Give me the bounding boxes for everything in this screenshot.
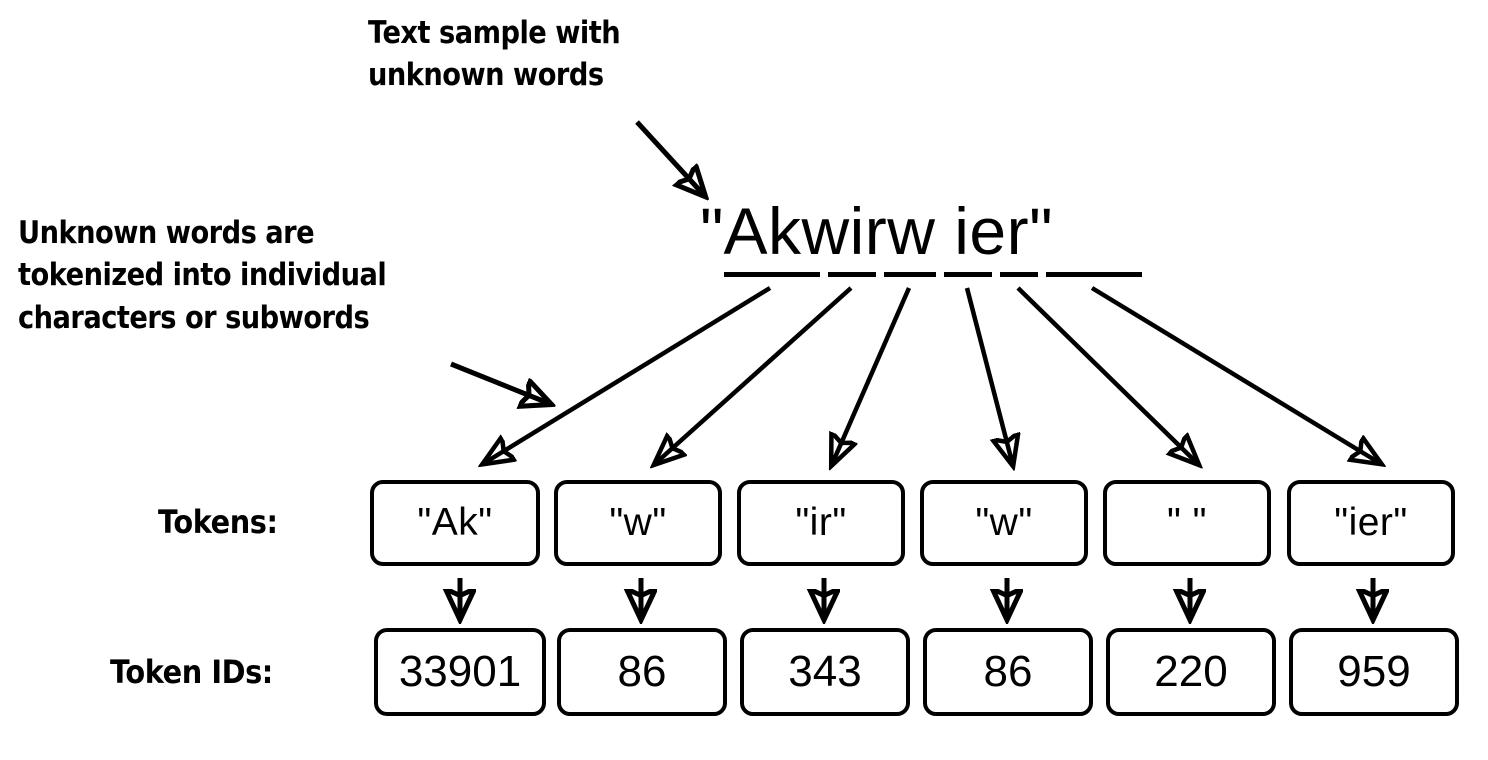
arrow-segment-to-token: [1090, 286, 1378, 462]
token-box[interactable]: "w": [554, 480, 722, 566]
segment-underline-w1: [828, 272, 876, 277]
arrow-segment-to-token: [657, 286, 853, 462]
annotation-text-sample: Text sample with unknown words: [368, 15, 621, 94]
sample-close-quote: ": [1029, 194, 1053, 268]
arrow-segment-to-token: [964, 287, 1012, 462]
sample-inner-text: Akwirw ier: [723, 194, 1030, 268]
token-box[interactable]: "ier": [1287, 480, 1455, 566]
row-label-token-ids: Token IDs:: [110, 653, 273, 691]
sample-open-quote: ": [700, 194, 724, 268]
token-id-box[interactable]: 220: [1106, 628, 1276, 716]
token-box[interactable]: " ": [1103, 480, 1271, 566]
annotation-unknown-words: Unknown words are tokenized into individ…: [18, 215, 387, 336]
sample-text: "Akwirw ier": [700, 198, 1053, 264]
token-box[interactable]: "ir": [737, 480, 905, 566]
token-id-box[interactable]: 86: [923, 628, 1093, 716]
token-id-box[interactable]: 343: [740, 628, 910, 716]
segment-underline-ir: [884, 272, 936, 277]
arrow-annotation-left: [450, 361, 548, 403]
segment-underline-ak: [724, 272, 820, 277]
segment-underline-ier: [1046, 272, 1142, 277]
arrow-segment-to-token: [486, 286, 772, 462]
arrow-segment-to-token: [833, 287, 912, 462]
row-label-tokens: Tokens:: [158, 503, 278, 541]
segment-underline-sp: [1000, 272, 1038, 277]
segment-underline-w2: [944, 272, 992, 277]
arrow-segment-to-token: [1016, 286, 1196, 462]
token-id-box[interactable]: 33901: [374, 628, 546, 716]
token-box[interactable]: "Ak": [370, 480, 540, 566]
token-id-box[interactable]: 86: [557, 628, 727, 716]
token-box[interactable]: "w": [920, 480, 1088, 566]
token-id-box[interactable]: 959: [1289, 628, 1459, 716]
arrow-annotation-top: [635, 120, 703, 194]
